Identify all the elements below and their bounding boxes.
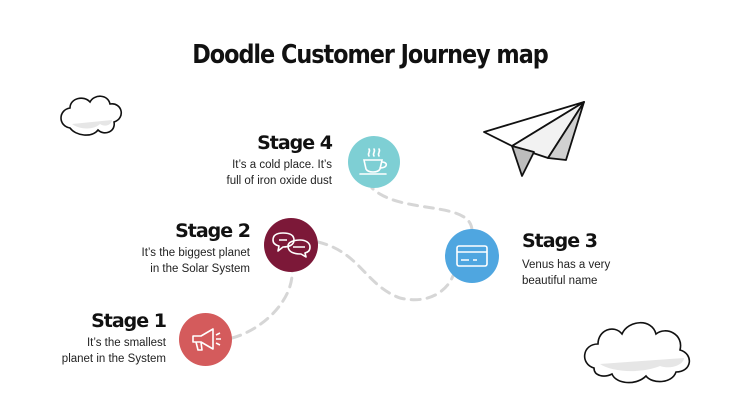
page-title: Doodle Customer Journey map [192, 40, 549, 70]
stage-1-title: Stage 1 [91, 310, 167, 332]
stage-1-badge [179, 313, 232, 366]
cloud-icon [583, 321, 691, 384]
stage-4-badge [348, 136, 400, 188]
stage-2-line-1: It’s the biggest planet [141, 247, 250, 259]
stage-3-description: Venus has a very beautiful name [522, 257, 662, 289]
megaphone-icon [192, 328, 221, 351]
stage-1-line-2: planet in the System [61, 353, 166, 365]
stage-2-description: It’s the biggest planet in the Solar Sys… [100, 245, 250, 277]
credit-card-icon [456, 245, 488, 267]
stage-4-line-2: full of iron oxide dust [226, 175, 332, 187]
stage-3-title: Stage 3 [522, 230, 598, 252]
speech-bubbles-icon [272, 232, 311, 258]
stage-4-title: Stage 4 [257, 132, 333, 154]
stage-3-line-2: beautiful name [522, 275, 598, 287]
coffee-cup-icon [359, 148, 388, 175]
cloud-icon [60, 95, 122, 136]
paper-plane-icon [483, 101, 585, 177]
stage-4-description: It’s a cold place. It’s full of iron oxi… [190, 157, 332, 189]
stage-3-line-1: Venus has a very [522, 259, 611, 271]
stage-1-description: It’s the smallest planet in the System [26, 335, 166, 367]
stage-4-line-1: It’s a cold place. It’s [232, 159, 332, 171]
stage-2-line-2: in the Solar System [150, 263, 250, 275]
stage-2-title: Stage 2 [175, 220, 251, 242]
stage-1-line-1: It’s the smallest [86, 337, 166, 349]
stage-3-badge [445, 229, 499, 283]
stage-2-badge [264, 218, 318, 272]
